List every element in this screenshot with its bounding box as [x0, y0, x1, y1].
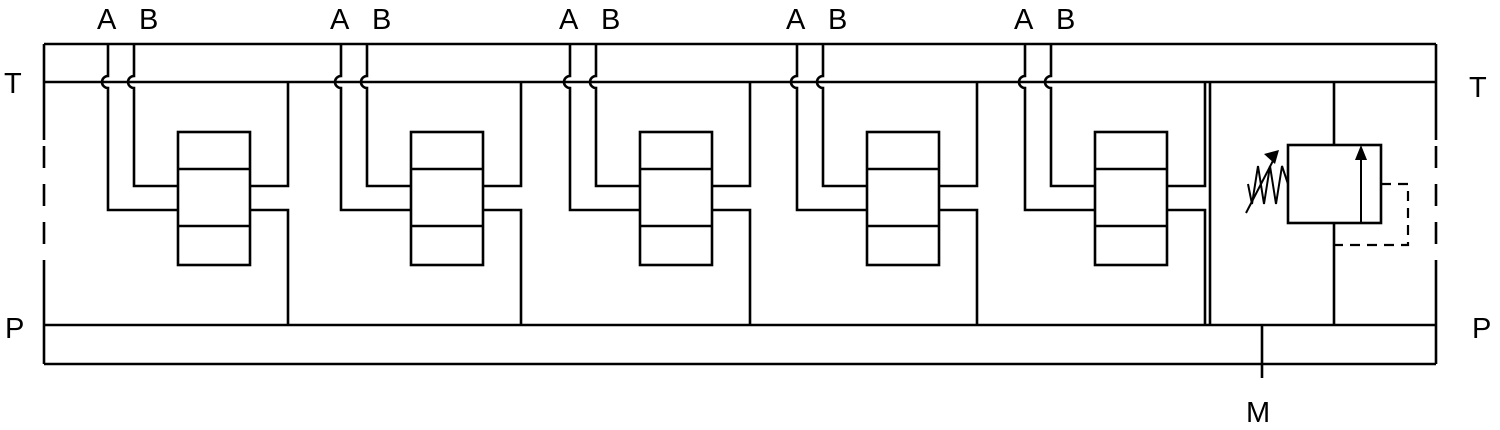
directional-valve-body: [1093, 130, 1169, 267]
valve-section-5: [1017, 44, 1207, 325]
port-a-label: A: [97, 4, 117, 36]
pressure-supply-line: [250, 208, 290, 325]
valve-section-1: [100, 44, 290, 325]
valve-section-3: [562, 44, 752, 325]
tank-return-line: [712, 82, 752, 188]
pressure-supply-line: [483, 208, 523, 325]
port-a-line: [562, 44, 640, 212]
port-a-label: A: [559, 4, 579, 36]
directional-valve-body: [409, 130, 485, 267]
pilot-line: [1334, 182, 1410, 247]
port-b-label: B: [139, 4, 158, 36]
port-a-line: [100, 44, 178, 212]
port-b-label: B: [828, 4, 847, 36]
manifold-frame: [42, 42, 1438, 366]
pressure-label-right: P: [1472, 313, 1491, 345]
port-b-line: [126, 44, 178, 188]
port-b-label: B: [601, 4, 620, 36]
port-a-line: [333, 44, 411, 212]
port-b-line: [359, 44, 411, 188]
pressure-supply-line: [712, 208, 752, 325]
tank-return-line: [250, 82, 290, 188]
directional-valve-body: [638, 130, 714, 267]
port-b-line: [815, 44, 867, 188]
valve-sections: [100, 44, 1207, 325]
tank-return-line: [483, 82, 523, 188]
port-a-label: A: [330, 4, 350, 36]
relief-valve: [1208, 82, 1410, 325]
port-b-line: [1043, 44, 1095, 188]
port-a-label: A: [786, 4, 806, 36]
flow-arrow-icon: [1355, 145, 1367, 160]
tank-return-line: [1167, 82, 1207, 188]
adjustable-arrow-icon: [1264, 150, 1279, 164]
pressure-supply-line: [939, 208, 979, 325]
pressure-supply-line: [1167, 208, 1207, 325]
tank-label-right: T: [1469, 72, 1487, 104]
port-a-line: [789, 44, 867, 212]
port-b-line: [588, 44, 640, 188]
tank-label-left: T: [4, 68, 22, 100]
port-b-label: B: [1056, 4, 1075, 36]
port-a-label: A: [1014, 4, 1034, 36]
tank-return-line: [939, 82, 979, 188]
port-a-line: [1017, 44, 1095, 212]
port-b-label: B: [372, 4, 391, 36]
relief-valve-body: [1286, 143, 1383, 225]
pressure-label-left: P: [5, 313, 24, 345]
valve-section-2: [333, 44, 523, 325]
directional-valve-body: [176, 130, 252, 267]
directional-valve-body: [865, 130, 941, 267]
valve-section-4: [789, 44, 979, 325]
gauge-port-label: M: [1246, 397, 1270, 429]
